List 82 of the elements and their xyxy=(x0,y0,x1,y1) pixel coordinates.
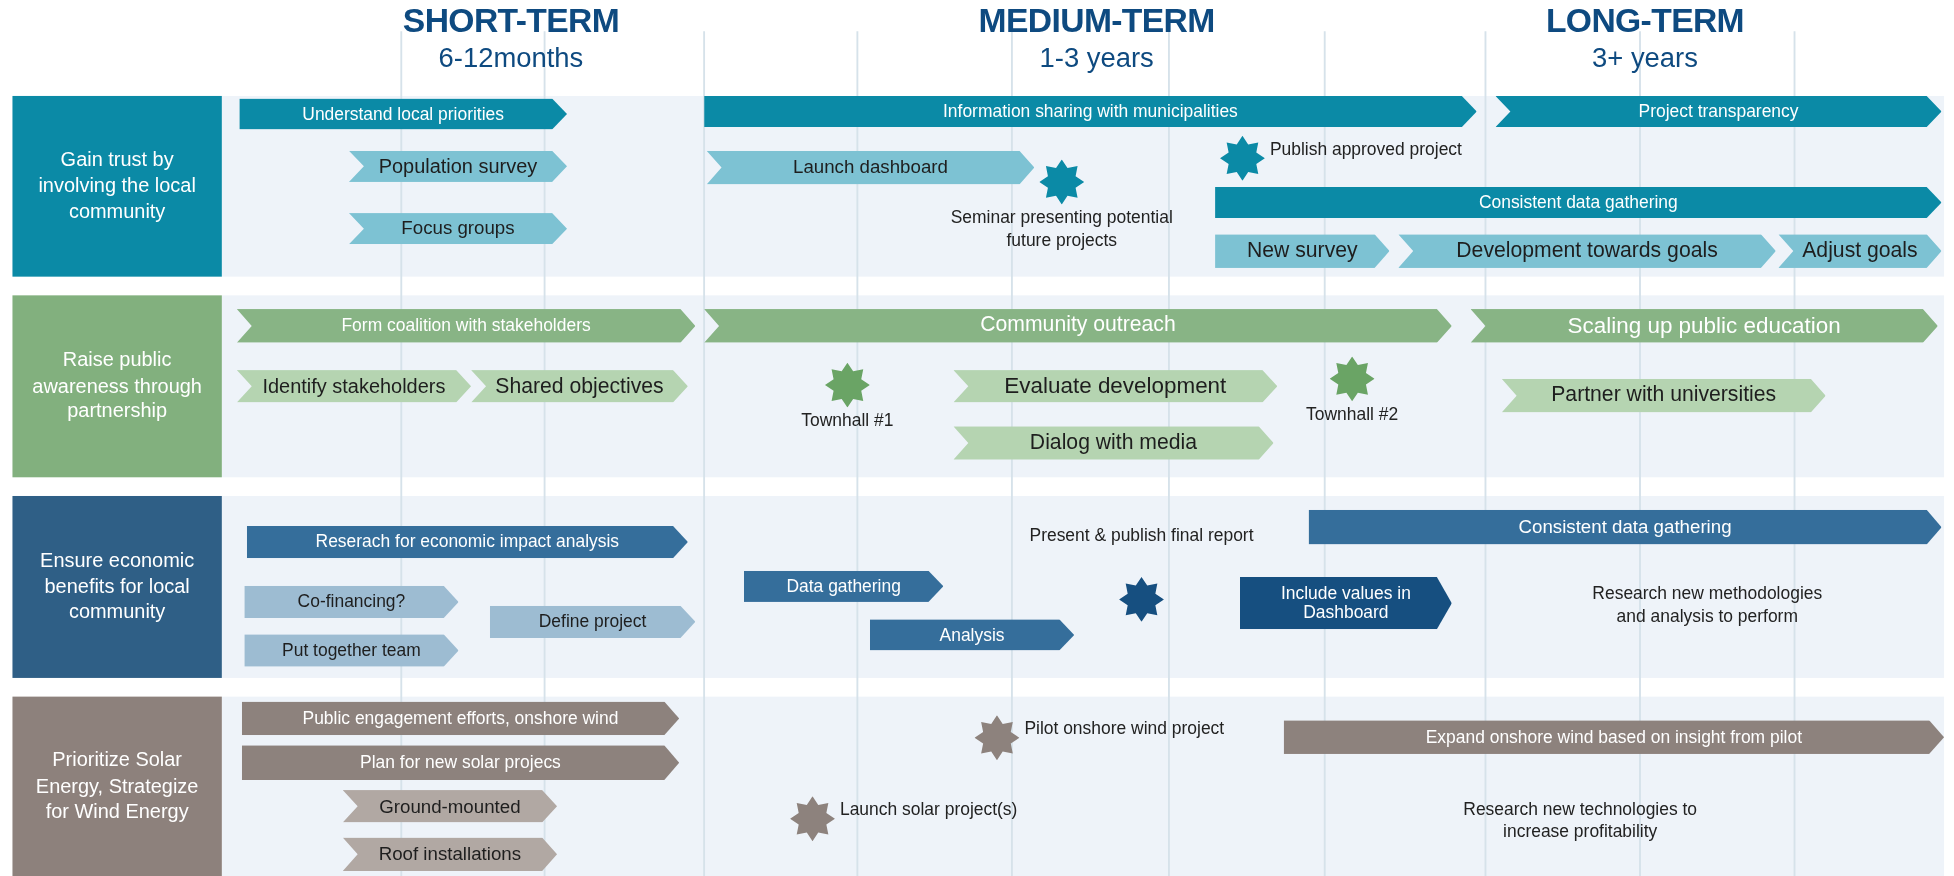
chevron-bar xyxy=(869,619,1075,651)
bar-label: Define project xyxy=(538,612,647,632)
bar-label: Partner with universities xyxy=(1551,384,1777,408)
bar-label: Consistent data gathering xyxy=(1478,192,1678,213)
milestone-label: Launch solar project(s) xyxy=(839,798,1019,821)
chevron-bar xyxy=(704,95,1477,128)
milestone-star xyxy=(790,796,835,842)
chevron-bar xyxy=(241,745,680,781)
row-header-text: Prioritize Solar Energy, Strategize for Wind Energy xyxy=(34,747,200,824)
chevron-bar xyxy=(706,150,1035,185)
column-subheading: 1-3 years xyxy=(1038,42,1155,75)
bar-label: Identify stakeholders xyxy=(262,375,446,398)
milestone-label: Seminar presenting potential future projects xyxy=(949,206,1174,251)
chevron-bar xyxy=(744,570,944,602)
chevron-bar xyxy=(1239,577,1452,630)
milestone-star xyxy=(974,715,1020,761)
column-heading: LONG-TERM xyxy=(1544,2,1746,42)
row-header xyxy=(12,295,222,478)
bar-label: Launch dashboard xyxy=(793,157,948,178)
milestone-star xyxy=(825,362,870,408)
milestone-label: Present & publish final report xyxy=(1028,524,1255,547)
chevron-bar xyxy=(1215,186,1942,219)
chevron-bar xyxy=(1495,95,1942,128)
column-heading: MEDIUM-TERM xyxy=(977,2,1216,42)
bar-label: Public engagement efforts, onshore wind xyxy=(302,708,619,728)
bar-label: Data gathering xyxy=(786,576,901,596)
row-header xyxy=(12,696,222,876)
bar-label: Development towards goals xyxy=(1456,239,1718,263)
bar-label: Plan for new solar projecs xyxy=(360,753,561,773)
note-text: Research new technologies to increase profitability xyxy=(1462,798,1699,843)
bar-label: New survey xyxy=(1246,239,1358,263)
row-header-text: Gain trust by involving the local community xyxy=(37,147,197,224)
chevron-bar xyxy=(489,605,696,639)
milestone-label: Publish approved project xyxy=(1269,138,1463,161)
milestone-star xyxy=(1119,577,1164,622)
chevron-bar xyxy=(1283,720,1945,754)
bar-label: Include values in Dashboard xyxy=(1279,584,1412,623)
row-header xyxy=(12,95,222,277)
bar-label: Scaling up public education xyxy=(1567,313,1841,339)
chevron-bar xyxy=(471,370,688,403)
column-heading: SHORT-TERM xyxy=(401,2,621,42)
chevron-bar xyxy=(1308,509,1942,545)
bar-label: Project transparency xyxy=(1638,101,1799,122)
bar-label: Dialog with media xyxy=(1029,431,1198,455)
bar-label: Roof installations xyxy=(378,844,522,865)
bar-label: Form coalition with stakeholders xyxy=(341,316,591,336)
chevron-bar xyxy=(244,634,459,667)
milestone-label: Townhall #1 xyxy=(800,410,895,432)
row-header xyxy=(12,496,222,678)
note-text: Research new methodologies and analysis to perform xyxy=(1591,583,1824,627)
chevron-bar xyxy=(239,98,567,130)
chevron-bar xyxy=(236,370,472,403)
milestone-star xyxy=(1039,159,1085,205)
bar-label: Population survey xyxy=(378,155,538,178)
bar-label: Evaluate development xyxy=(1004,374,1227,399)
chevron-bar xyxy=(241,701,680,736)
bar-label: Shared objectives xyxy=(495,374,664,398)
bar-label: Focus groups xyxy=(401,218,515,239)
bar-label: Put together team xyxy=(282,640,421,661)
milestone-label: Townhall #2 xyxy=(1305,403,1400,426)
bar-label: Expand onshore wind based on insight from pilot xyxy=(1425,727,1802,747)
bar-label: Community outreach xyxy=(980,314,1176,338)
row-header-text: Raise public awareness through partnership xyxy=(31,347,203,424)
column-subheading: 3+ years xyxy=(1591,42,1699,75)
bar-label: Information sharing with municipalities xyxy=(943,101,1238,122)
bar-label: Understand local priorities xyxy=(302,104,504,124)
chevron-bar xyxy=(1778,234,1942,268)
chevron-bar xyxy=(704,309,1452,343)
milestone-star xyxy=(1329,356,1375,402)
bar-label: Analysis xyxy=(939,625,1005,645)
bar-label: Ground-mounted xyxy=(379,796,521,817)
milestone-star xyxy=(1220,135,1265,181)
chevron-bar xyxy=(246,525,688,559)
row-header-text: Ensure economic benefits for local community xyxy=(39,548,196,625)
bar-label: Reserach for economic impact analysis xyxy=(315,532,620,552)
bar-label: Co-financing? xyxy=(297,592,406,612)
chevron-bar xyxy=(244,585,459,619)
bar-label: Consistent data gathering xyxy=(1518,516,1732,538)
milestone-label: Pilot onshore wind project xyxy=(1024,717,1226,740)
bar-label: Adjust goals xyxy=(1802,239,1918,263)
chevron-bar xyxy=(1215,234,1390,268)
column-subheading: 6-12months xyxy=(437,42,585,75)
